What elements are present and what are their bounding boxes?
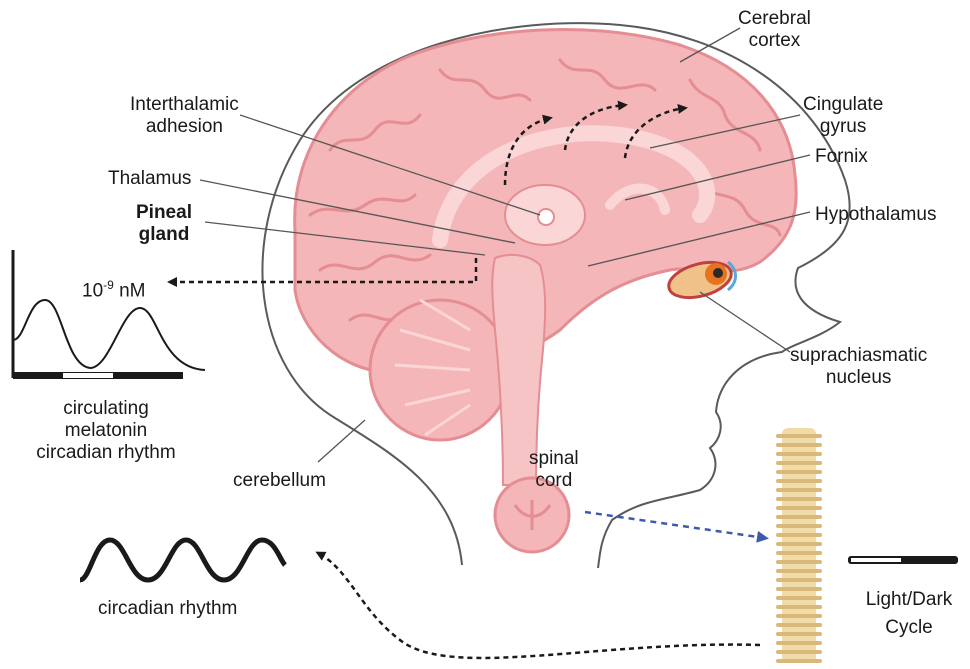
vertebra <box>776 488 822 492</box>
vertebra <box>776 605 822 609</box>
feedback-arrow <box>318 553 760 658</box>
vertebra <box>776 632 822 636</box>
spine-column <box>776 428 822 663</box>
vertebra <box>776 452 822 456</box>
vertebra <box>776 578 822 582</box>
concentration-label: 10-9 nM <box>82 274 146 302</box>
vertebra <box>776 659 822 663</box>
vertebra <box>776 434 822 438</box>
vertebra <box>776 650 822 654</box>
thalamus-label: Thalamus <box>108 168 191 190</box>
vertebra <box>776 596 822 600</box>
interthalamic-adhesion-shape <box>538 209 554 225</box>
vertebra <box>776 515 822 519</box>
vertebra <box>776 470 822 474</box>
vertebra <box>776 497 822 501</box>
vertebra <box>776 479 822 483</box>
vertebra <box>776 443 822 447</box>
vertebra <box>776 623 822 627</box>
vertebra <box>776 560 822 564</box>
cerebellum-shape <box>370 300 510 440</box>
circadian-rhythm-label: circadian rhythm <box>98 598 237 620</box>
fornix-label: Fornix <box>815 146 868 168</box>
melatonin-graph <box>13 250 205 379</box>
vertebra <box>776 587 822 591</box>
hypothalamus-label: Hypothalamus <box>815 204 936 226</box>
circadian-wave <box>80 540 285 580</box>
vertebra <box>776 533 822 537</box>
vertebra <box>776 506 822 510</box>
vertebra <box>776 614 822 618</box>
vertebra <box>776 542 822 546</box>
vertebra <box>776 524 822 528</box>
vertebra <box>776 551 822 555</box>
light-dark-bar <box>848 556 958 564</box>
vertebra <box>776 569 822 573</box>
vertebra <box>776 461 822 465</box>
spine-arrow <box>585 512 765 538</box>
cerebellum-label: cerebellum <box>233 470 326 492</box>
vertebra <box>776 641 822 645</box>
